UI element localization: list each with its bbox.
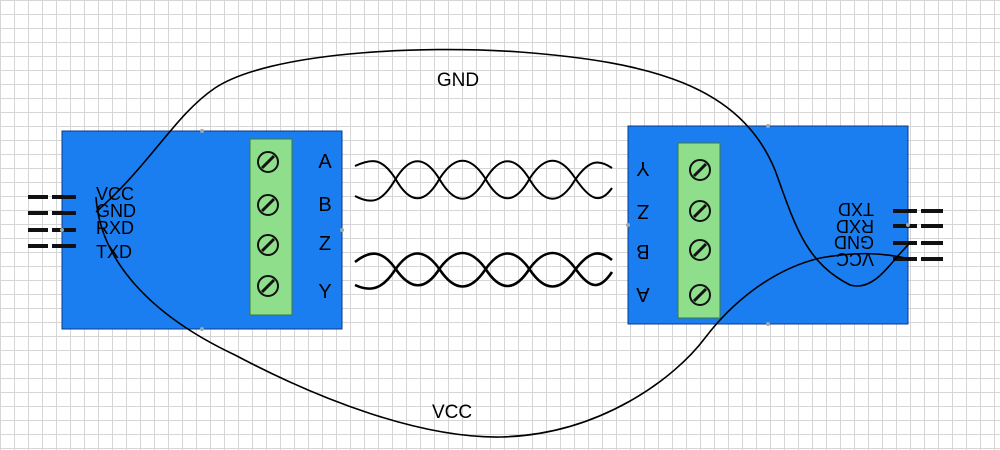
right-pin-label-vcc: VCC <box>836 249 874 269</box>
left-terminal-label-y: Y <box>318 281 331 303</box>
marker-dot <box>60 228 64 232</box>
left-terminal-label-a: A <box>318 151 332 173</box>
vcc-wire-label: VCC <box>432 402 472 423</box>
right-terminal-label-z: Z <box>637 200 649 222</box>
marker-dot <box>906 223 910 227</box>
left-screw-y-icon <box>257 275 279 297</box>
left-terminal-label-b: B <box>318 194 331 216</box>
right-terminal-label-y: Y <box>636 157 649 179</box>
connection-markers <box>60 124 910 331</box>
twisted-pair-upper-wire-2 <box>354 160 613 202</box>
right-module: TXD RXD GND VCC Y Z B A <box>627 125 943 325</box>
right-screw-y-icon <box>689 159 711 181</box>
twisted-pair-lower <box>354 251 614 290</box>
right-terminal-label-a: A <box>636 283 650 305</box>
right-screw-b-icon <box>689 239 711 261</box>
left-pin-label-gnd: GND <box>96 201 136 221</box>
left-screw-z-icon <box>257 234 279 256</box>
right-header-pins <box>893 209 943 261</box>
left-header-pins <box>28 195 76 248</box>
right-pin-label-rxd: RXD <box>836 216 874 236</box>
right-screw-a-icon <box>689 284 711 306</box>
left-pin-label-rxd: RXD <box>96 218 134 238</box>
gnd-wire-label: GND <box>437 70 479 91</box>
right-pin-label-gnd: GND <box>834 232 874 252</box>
marker-dot <box>626 223 630 227</box>
marker-dot <box>340 228 344 232</box>
vcc-wire <box>95 196 911 438</box>
left-screw-a-icon <box>257 151 279 173</box>
left-module-board <box>61 130 343 330</box>
twisted-pair-upper <box>354 159 613 202</box>
marker-dot <box>766 124 770 128</box>
right-screw-z-icon <box>689 200 711 222</box>
right-terminal-label-b: B <box>636 240 649 262</box>
twisted-pair-lower-wire-1 <box>354 251 614 288</box>
right-pin-label-txd: TXD <box>838 199 874 219</box>
marker-dot <box>200 129 204 133</box>
left-screw-b-icon <box>257 194 279 216</box>
gnd-wire <box>95 48 911 287</box>
left-module: VCC GND RXD TXD A B Z Y <box>28 130 343 330</box>
left-pin-label-txd: TXD <box>96 242 132 262</box>
twisted-pair-upper-wire-1 <box>354 159 613 200</box>
twisted-pair-lower-wire-2 <box>354 252 613 290</box>
marker-dot <box>766 322 770 326</box>
marker-dot <box>200 327 204 331</box>
left-terminal-label-z: Z <box>319 233 331 255</box>
